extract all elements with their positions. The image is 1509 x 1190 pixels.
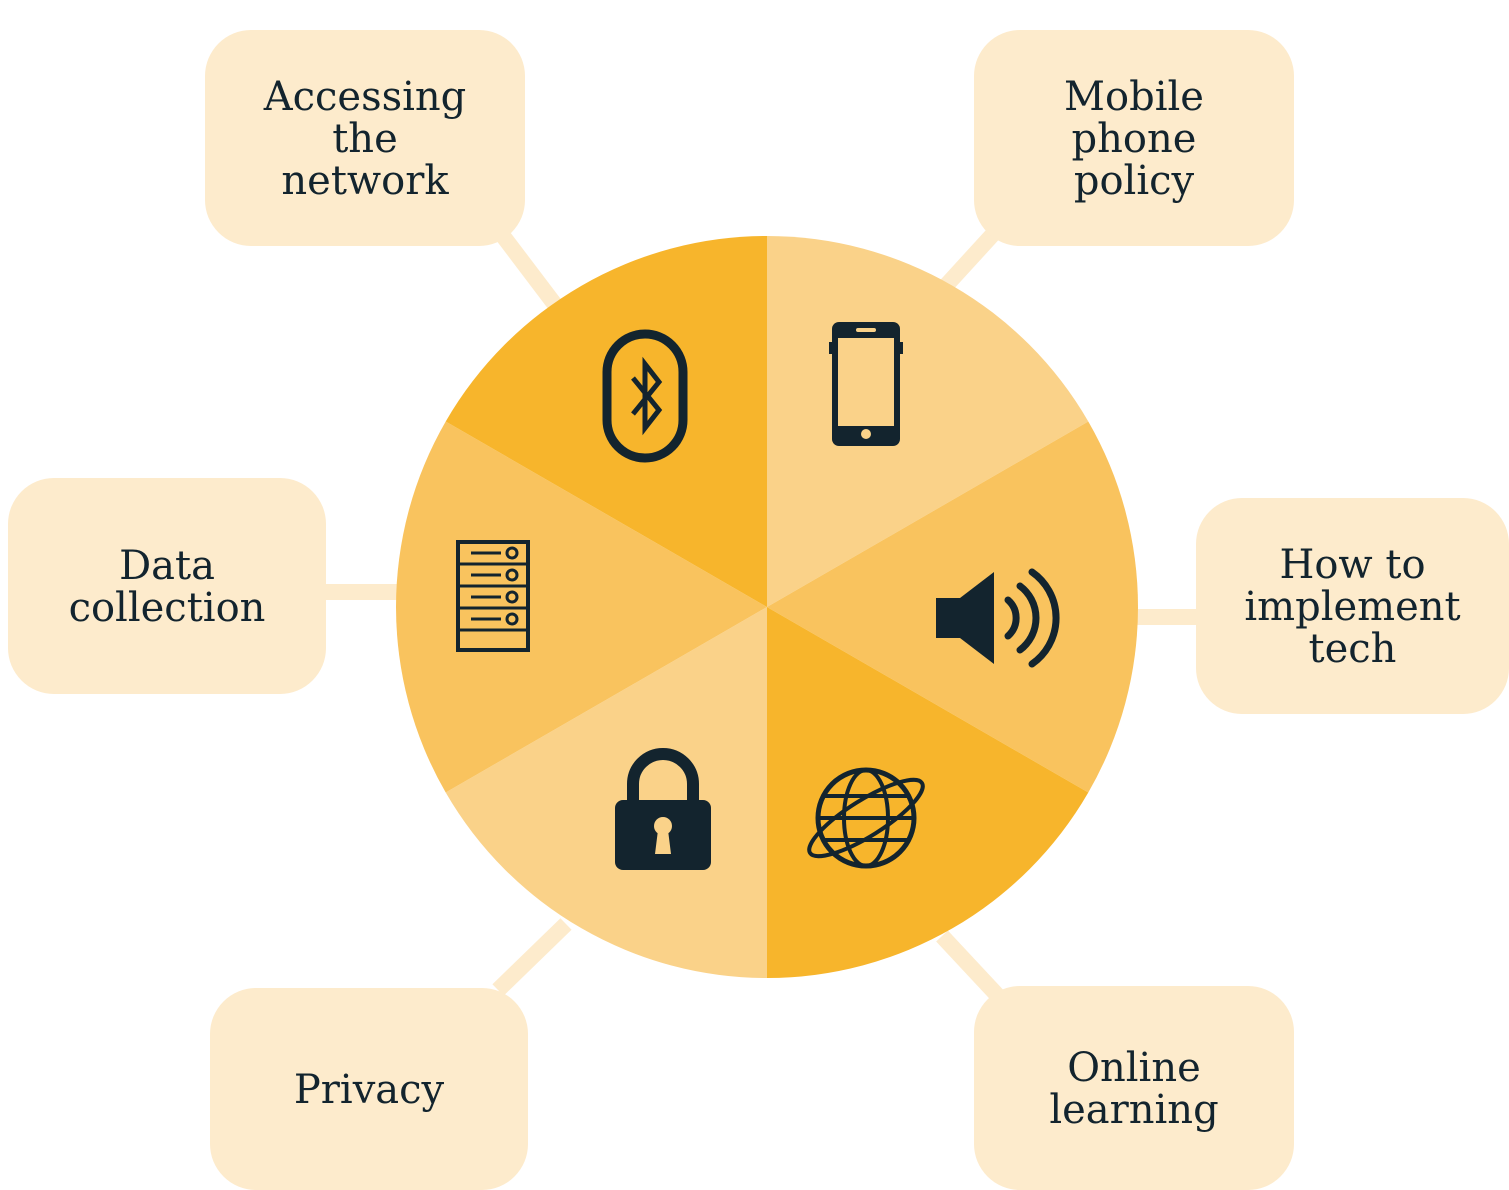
server-icon xyxy=(456,540,530,652)
topic-label-line: How to xyxy=(1279,542,1425,588)
connector-privacy xyxy=(492,918,572,996)
connector-lines xyxy=(326,226,1196,1002)
connector-online-learning xyxy=(936,930,1004,1002)
topic-label-line: phone xyxy=(1072,116,1197,162)
topic-box-background xyxy=(8,478,326,694)
topic-label-line: policy xyxy=(1074,158,1195,204)
speaker-icon xyxy=(936,568,1060,668)
topic-label-line: collection xyxy=(69,585,266,631)
topic-label-line: Privacy xyxy=(294,1067,445,1113)
wheel-segment-data-collection xyxy=(396,421,767,793)
topic-label-line: implement xyxy=(1244,584,1460,630)
topic-box-background xyxy=(210,988,528,1190)
bluetooth-icon xyxy=(602,329,688,463)
smartphone-icon xyxy=(829,322,903,446)
topic-wheel xyxy=(396,236,1138,978)
connector-mobile-phone-policy xyxy=(936,226,1001,296)
topic-label-line: Mobile xyxy=(1064,74,1204,120)
topic-label-line: Online xyxy=(1067,1045,1201,1091)
topic-box-privacy: Privacy xyxy=(210,988,528,1190)
topic-box-background xyxy=(974,986,1294,1190)
topic-label-line: Data xyxy=(119,543,215,589)
topic-label-line: the xyxy=(332,116,398,162)
wheel-segment-online-learning xyxy=(767,607,1089,978)
globe-icon xyxy=(807,767,925,869)
padlock-icon xyxy=(615,748,711,870)
wheel-segment-privacy xyxy=(445,607,767,978)
topic-label-line: Accessing xyxy=(263,74,467,120)
wheel-icons xyxy=(456,322,1060,870)
topic-box-background xyxy=(1196,498,1509,714)
topic-label-line: network xyxy=(281,158,449,204)
topic-label-line: learning xyxy=(1049,1087,1218,1133)
topic-label-line: tech xyxy=(1309,626,1397,672)
connector-accessing-network xyxy=(493,227,563,311)
topic-box-background xyxy=(205,30,525,246)
topic-box-background xyxy=(974,30,1294,246)
